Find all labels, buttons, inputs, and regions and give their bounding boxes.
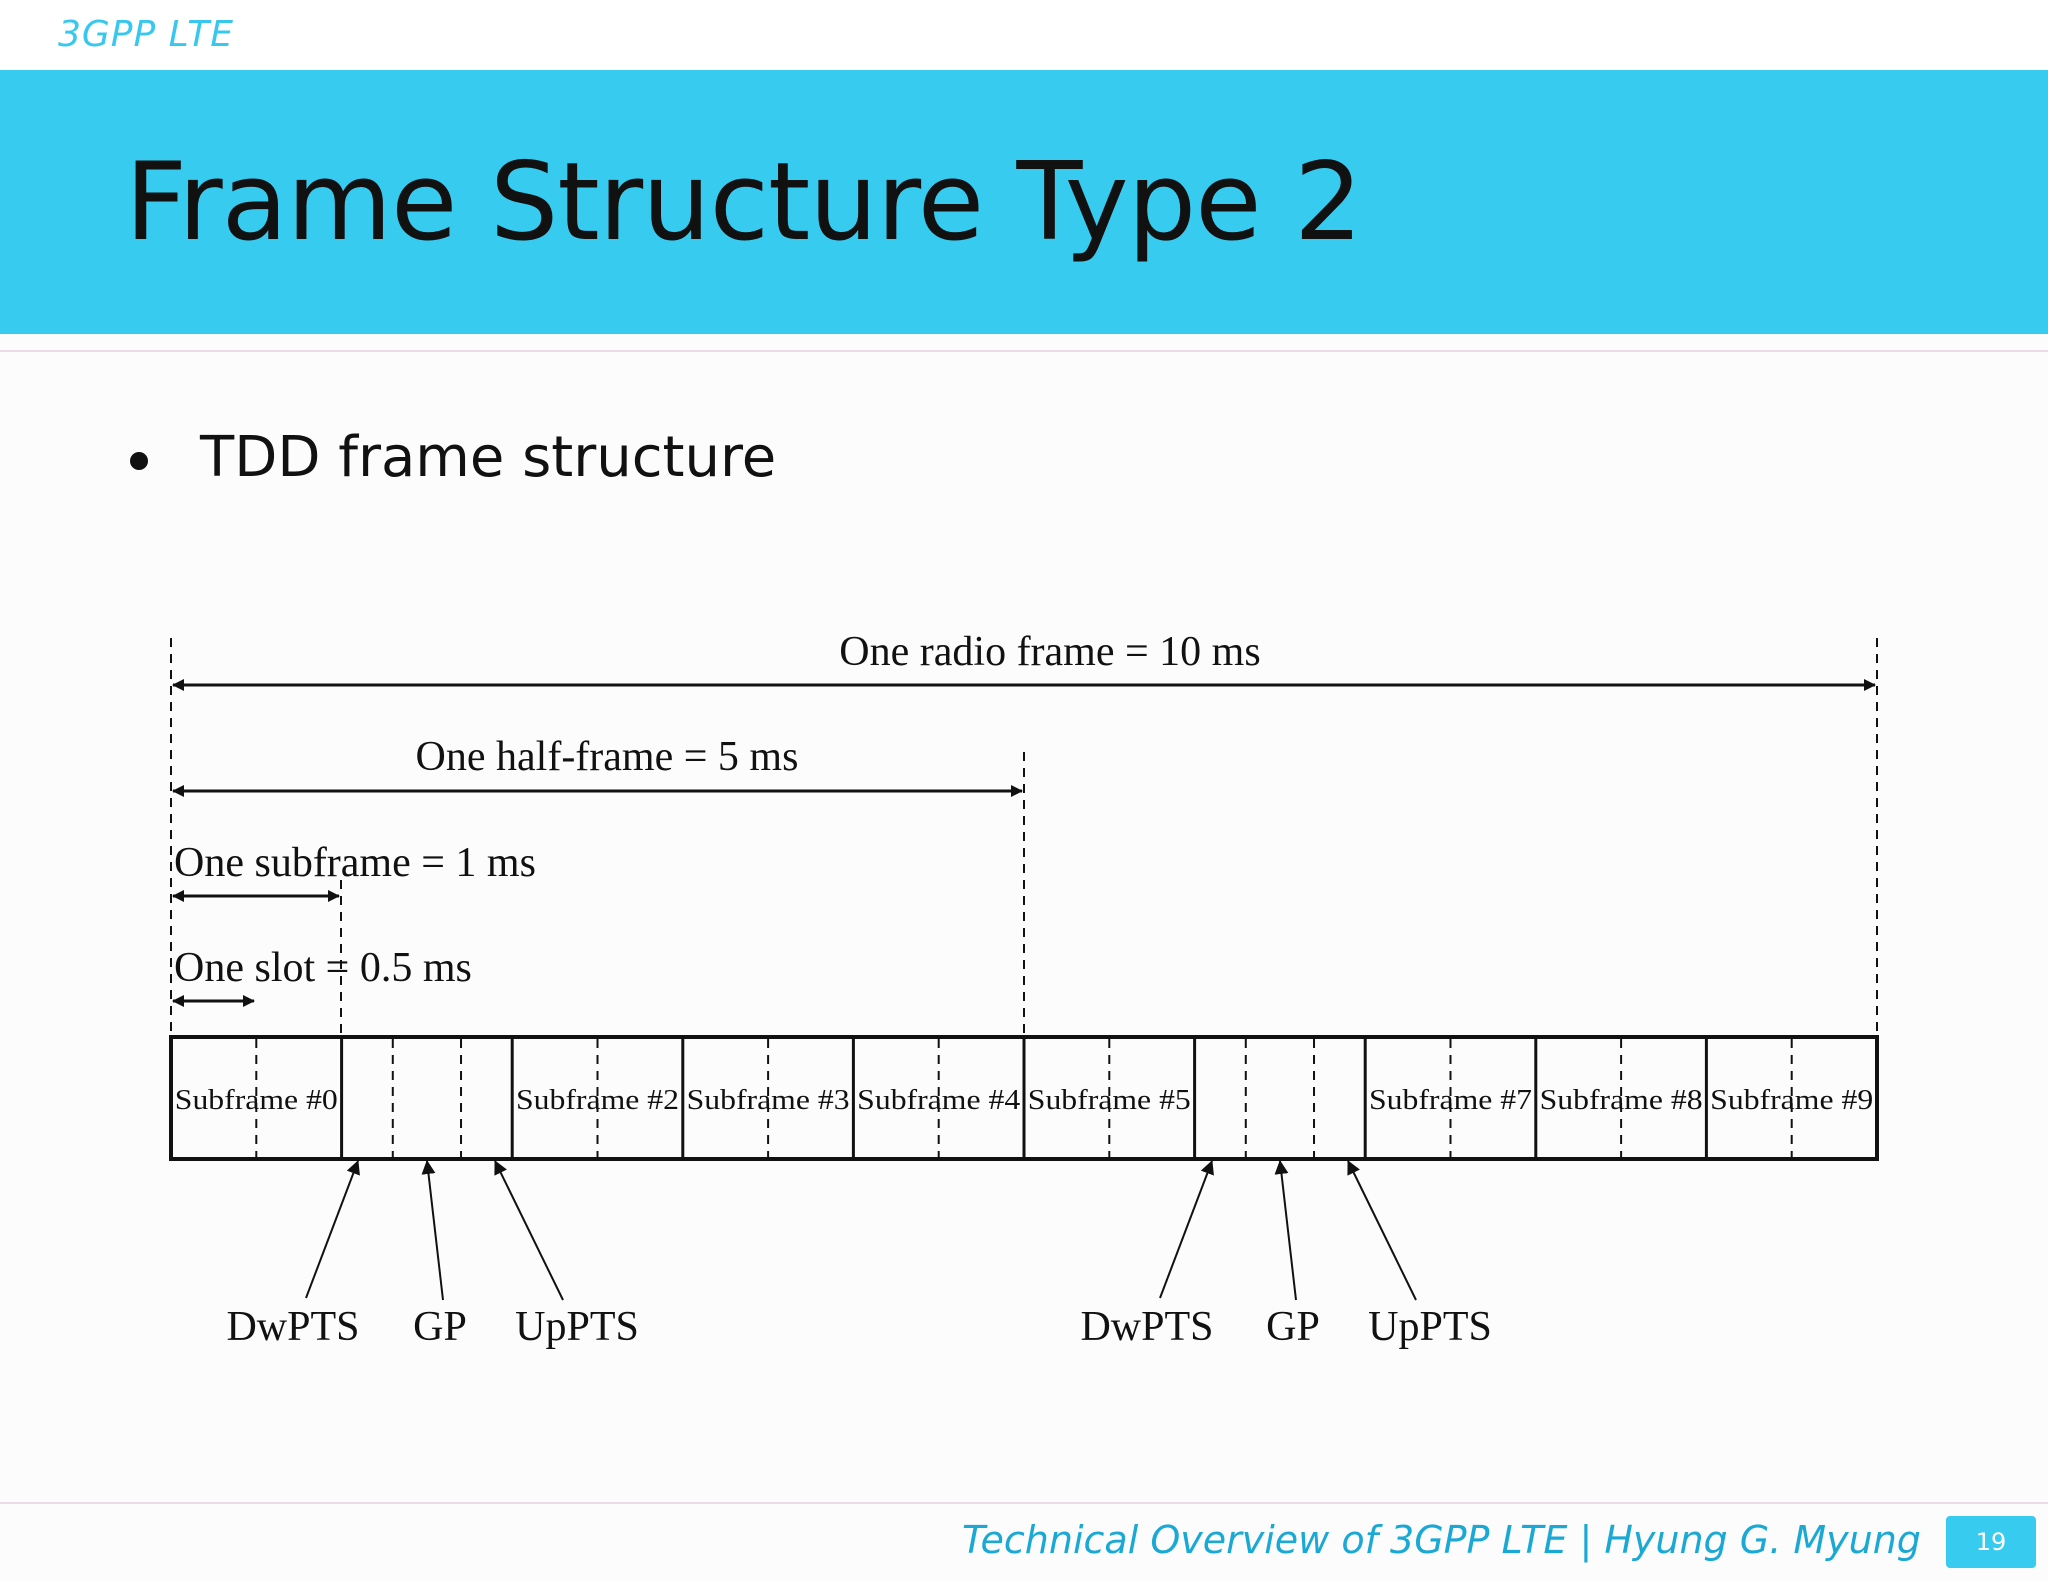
- subframe-label: Subframe #9: [1710, 1084, 1873, 1116]
- bullet-text: TDD frame structure: [200, 425, 777, 490]
- gp-label-1: GP: [413, 1304, 467, 1350]
- uppts-pointer-2: [1347, 1160, 1417, 1301]
- subframe-label: Subframe #3: [687, 1084, 850, 1116]
- uppts-label-2: UpPTS: [1368, 1304, 1492, 1350]
- title-band: [0, 70, 2048, 334]
- subframe-label: Subframe #0: [175, 1084, 338, 1116]
- gp-pointer-1: [421, 1160, 444, 1301]
- dwpts-pointer-1: [305, 1160, 360, 1299]
- radio-frame-label: One radio frame = 10 ms: [839, 629, 1260, 675]
- gp-label-2: GP: [1266, 1304, 1320, 1350]
- subframe-label: Subframe #2: [516, 1084, 679, 1116]
- slide-title: Frame Structure Type 2: [125, 140, 1363, 265]
- dwpts-label-2: DwPTS: [1080, 1304, 1213, 1350]
- uppts-label-1: UpPTS: [515, 1304, 639, 1350]
- gp-pointer-2: [1274, 1160, 1297, 1301]
- footer-text: Technical Overview of 3GPP LTE | Hyung G…: [962, 1518, 1921, 1562]
- bullet-dot: [130, 452, 148, 470]
- divider-bottom: [0, 1502, 2048, 1504]
- subframe-label: Subframe #8: [1540, 1084, 1703, 1116]
- uppts-pointer-1: [494, 1160, 564, 1301]
- subframe-label: Subframe #4: [857, 1084, 1021, 1116]
- subframe-label: Subframe #7: [1369, 1084, 1532, 1116]
- subframe-label: Subframe #5: [1028, 1084, 1191, 1116]
- dwpts-label-1: DwPTS: [226, 1304, 359, 1350]
- page-number-badge: 19: [1946, 1516, 2036, 1568]
- slot-label: One slot = 0.5 ms: [174, 945, 472, 991]
- half-frame-label: One half-frame = 5 ms: [416, 734, 799, 780]
- topic-label: 3GPP LTE: [58, 14, 235, 55]
- subframe-label: One subframe = 1 ms: [174, 840, 536, 886]
- divider-top: [0, 350, 2048, 352]
- dwpts-pointer-2: [1159, 1160, 1214, 1299]
- top-strip: [0, 0, 2048, 70]
